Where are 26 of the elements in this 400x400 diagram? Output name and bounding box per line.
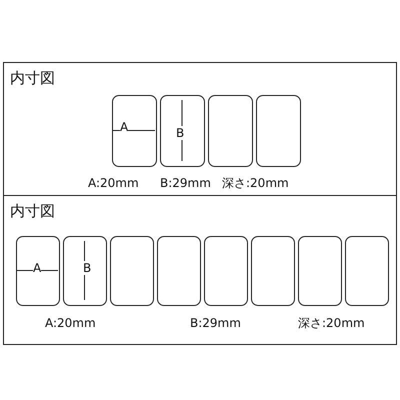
dimension-label: B	[176, 126, 184, 140]
compartment	[204, 236, 248, 306]
compartment	[298, 236, 342, 306]
panel-heading: 内寸図	[10, 69, 55, 88]
dimension-note: A:20mm	[45, 316, 96, 330]
dimension-label: B	[83, 261, 92, 275]
compartment	[63, 236, 107, 306]
dimension-note: B:29mm	[160, 176, 211, 190]
compartment	[160, 95, 205, 167]
compartment	[157, 236, 201, 306]
dimension-note: 深さ:20mm	[298, 316, 365, 330]
compartment	[256, 95, 301, 167]
panel-heading: 内寸図	[10, 202, 55, 221]
dimension-label: A	[33, 261, 42, 275]
panel	[3, 195, 397, 345]
dimension-note: B:29mm	[190, 316, 241, 330]
compartment	[16, 236, 60, 306]
dimension-label: A	[120, 120, 128, 134]
dimension-note: A:20mm	[88, 176, 139, 190]
dimension-note: 深さ:20mm	[222, 176, 289, 190]
compartment	[345, 236, 389, 306]
compartment	[110, 236, 154, 306]
compartment	[208, 95, 253, 167]
compartment	[112, 95, 157, 167]
compartment	[251, 236, 295, 306]
panel	[3, 62, 397, 196]
